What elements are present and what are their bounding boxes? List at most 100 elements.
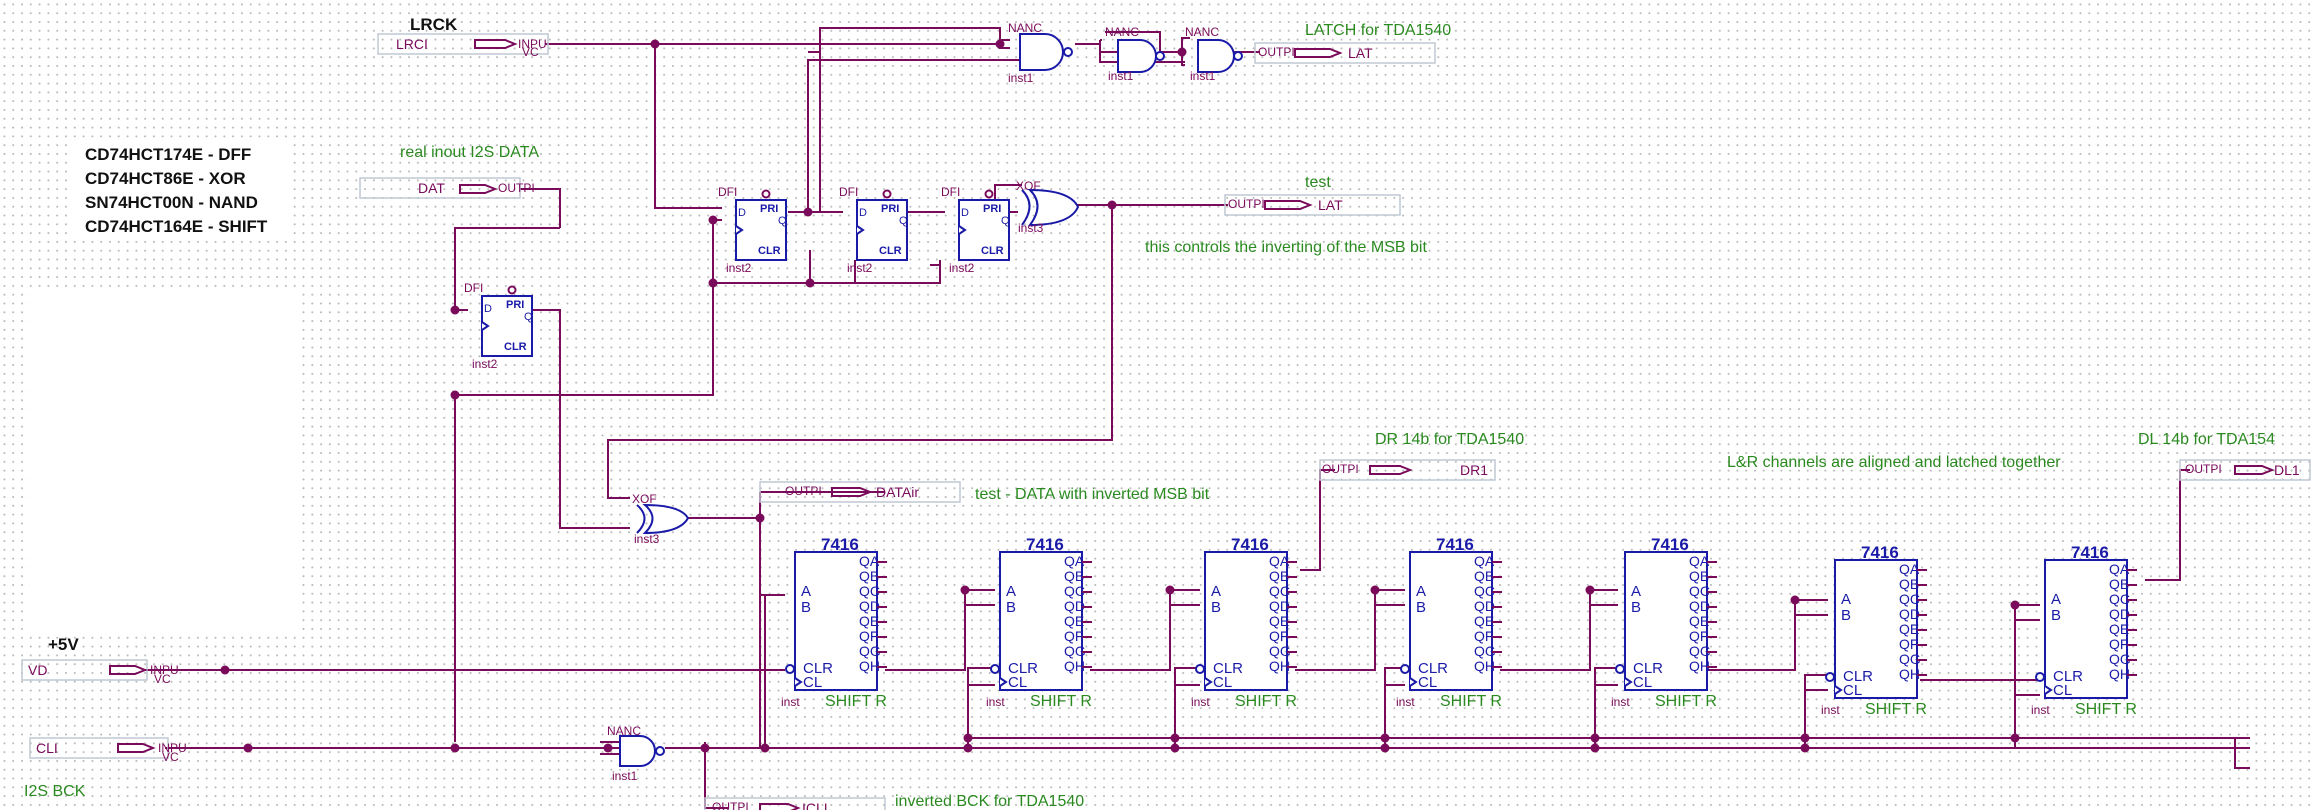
shift-pin-b: B bbox=[1006, 599, 1016, 616]
output-port-lat-latch[interactable]: OUTPI LAT bbox=[1254, 42, 1436, 64]
nand-gate-1[interactable]: NANC inst1 bbox=[1008, 21, 1073, 85]
dff-d-pin: D bbox=[484, 303, 492, 315]
legend-xor: CD74HCT86E - XOR bbox=[85, 169, 246, 188]
port-tag: INPU bbox=[150, 663, 179, 677]
nand-gate-3[interactable]: NANC inst1 bbox=[1185, 25, 1243, 83]
dff-pr-pin: PRI bbox=[760, 203, 778, 215]
dl-note: DL 14b for TDA154 bbox=[2138, 431, 2275, 448]
dff-pr-pin: PRI bbox=[983, 203, 1001, 215]
shift-instance-label: inst bbox=[1396, 695, 1415, 709]
shift-output-qb: QB bbox=[1269, 568, 1289, 584]
dff-type-label: DFI bbox=[464, 281, 483, 295]
dff-clr-pin: CLR bbox=[981, 245, 1004, 257]
port-name: LAT bbox=[1348, 45, 1373, 61]
svg-text:NANC: NANC bbox=[1105, 25, 1139, 39]
shift-instance-label: inst bbox=[781, 695, 800, 709]
output-port-lat-test[interactable]: OUTPI LAT bbox=[1224, 194, 1401, 216]
shift-output-qe: QE bbox=[1064, 613, 1084, 629]
shift-part-number: 7416 bbox=[1651, 535, 1689, 554]
output-port-dl1[interactable]: OUTPI DL1 bbox=[2179, 459, 2311, 481]
dff-q-pin: Q bbox=[899, 215, 908, 227]
svg-text:OUTPI: OUTPI bbox=[1228, 197, 1265, 211]
output-port-dr1[interactable]: OUTPI DR1 bbox=[1319, 459, 1496, 481]
shift-body bbox=[794, 551, 878, 691]
shift-footer-label: SHIFT R bbox=[1655, 693, 1717, 710]
shift-output-qf: QF bbox=[1064, 628, 1083, 644]
shift-body bbox=[2044, 559, 2128, 699]
shift-pin-b: B bbox=[801, 599, 811, 616]
dff-type-label: DFI bbox=[839, 185, 858, 199]
svg-text:VC: VC bbox=[154, 672, 171, 686]
shift-pin-clr: CLR bbox=[1843, 668, 1873, 685]
svg-text:inst1: inst1 bbox=[612, 769, 638, 783]
shift-output-qe: QE bbox=[1474, 613, 1494, 629]
shift-part-number: 7416 bbox=[1861, 543, 1899, 562]
shift-pin-a: A bbox=[801, 583, 811, 600]
shift-pin-a: A bbox=[1841, 591, 1851, 608]
xor-gate-msb-control[interactable]: XOF inst3 bbox=[1016, 179, 1080, 235]
dff-q-pin: Q bbox=[778, 215, 787, 227]
shift-output-qg: QG bbox=[1064, 643, 1086, 659]
port-name: DR1 bbox=[1460, 462, 1488, 478]
shift-pin-clk: CL bbox=[2053, 682, 2072, 699]
shift-pin-b: B bbox=[1631, 599, 1641, 616]
svg-text:inst1: inst1 bbox=[1108, 69, 1134, 83]
shift-pin-clk: CL bbox=[1213, 674, 1232, 691]
shift-body bbox=[999, 551, 1083, 691]
shift-pin-b: B bbox=[1841, 607, 1851, 624]
input-port-vd[interactable]: VD INPU VC bbox=[21, 659, 179, 686]
shift-output-qc: QC bbox=[1474, 583, 1495, 599]
shift-instance-label: inst bbox=[1821, 703, 1840, 717]
dff-d-pin: D bbox=[738, 207, 746, 219]
dff-d-pin: D bbox=[961, 207, 969, 219]
shift-output-qg: QG bbox=[1899, 651, 1921, 667]
port-tag: INPU bbox=[518, 37, 547, 51]
legend-shift: CD74HCT164E - SHIFT bbox=[85, 217, 268, 236]
inverted-bck-note: inverted BCK for TDA1540 bbox=[895, 793, 1084, 810]
port-name: DL1 bbox=[2274, 462, 2300, 478]
nand-gate-2[interactable]: NANC inst1 bbox=[1105, 25, 1165, 83]
dff-body bbox=[856, 199, 908, 261]
shift-output-qa: QA bbox=[1899, 561, 1920, 577]
shift-output-qe: QE bbox=[859, 613, 879, 629]
shift-output-qf: QF bbox=[1899, 636, 1918, 652]
nand-gate-bck[interactable]: NANC inst1 bbox=[607, 724, 665, 783]
port-tag: OUTPI bbox=[498, 181, 535, 195]
dff-d-pin: D bbox=[859, 207, 867, 219]
shift-output-qc: QC bbox=[1269, 583, 1290, 599]
lrck-label: LRCK bbox=[410, 15, 458, 34]
port-name: DAT bbox=[418, 180, 445, 196]
shift-output-qb: QB bbox=[1064, 568, 1084, 584]
input-port-dat[interactable]: DAT OUTPI bbox=[359, 177, 535, 199]
svg-text:VC: VC bbox=[162, 750, 179, 764]
svg-text:inst3: inst3 bbox=[1018, 221, 1044, 235]
shift-output-qd: QD bbox=[1474, 598, 1495, 614]
shift-output-qf: QF bbox=[859, 628, 878, 644]
shift-output-qb: QB bbox=[1899, 576, 1919, 592]
input-port-lrci[interactable]: LRCI INPU VC bbox=[377, 33, 549, 59]
output-port-icli[interactable]: OUTPI ICLI bbox=[704, 797, 886, 810]
input-port-cli[interactable]: CLI INPU VC bbox=[29, 737, 187, 764]
svg-text:OUTPI: OUTPI bbox=[1258, 45, 1295, 59]
output-port-datair[interactable]: OUTPI DATAir bbox=[759, 481, 961, 503]
xor-gate-data-invert[interactable]: XOF inst3 bbox=[632, 492, 690, 546]
junctions bbox=[220, 39, 2020, 753]
real-input-note: real inout I2S DATA bbox=[400, 144, 539, 161]
shift-output-qf: QF bbox=[2109, 636, 2128, 652]
shift-output-qh: QH bbox=[1064, 658, 1085, 674]
test-note: test bbox=[1305, 174, 1331, 191]
shift-output-qa: QA bbox=[1064, 553, 1085, 569]
svg-text:XOF: XOF bbox=[632, 492, 657, 506]
svg-text:NANC: NANC bbox=[1185, 25, 1219, 39]
